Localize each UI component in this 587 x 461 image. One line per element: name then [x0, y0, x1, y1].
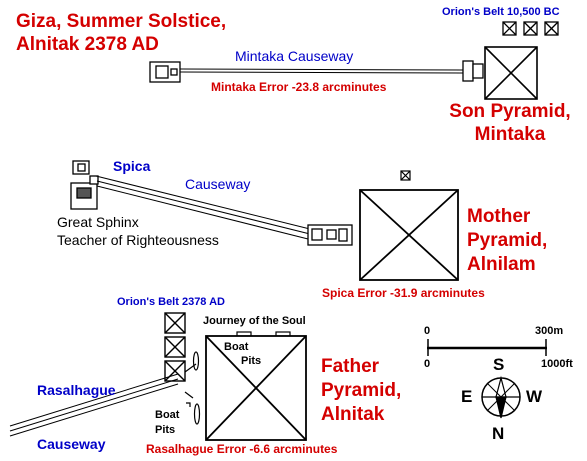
- son-pyramid-label-1: Son Pyramid,: [449, 101, 571, 122]
- spica-causeway-line: [95, 175, 319, 242]
- mother-pyramid-icon: [359, 189, 459, 281]
- boat-pits-label-2b: Pits: [155, 424, 176, 436]
- great-sphinx-icon: [70, 160, 99, 210]
- mintaka-valley-temple-icon: [149, 61, 181, 83]
- orions-belt-10500bc-icon: [502, 21, 559, 36]
- father-pyramid-label-2: Pyramid,: [321, 380, 402, 401]
- mintaka-error-label: Mintaka Error -23.8 arcminutes: [211, 80, 387, 94]
- spica-error-label: Spica Error -31.9 arcminutes: [322, 286, 485, 300]
- scale-300m-label: 300m: [535, 325, 564, 337]
- mintaka-causeway-label: Mintaka Causeway: [235, 48, 354, 64]
- orions-belt-10500bc-label: Orion's Belt 10,500 BC: [442, 6, 560, 18]
- mother-pyramid-label-1: Mother: [467, 206, 531, 227]
- boat-pits-label-1a: Boat: [224, 341, 249, 353]
- teacher-label: Teacher of Righteousness: [57, 232, 219, 248]
- mintaka-causeway-line: [179, 68, 464, 74]
- boat-pits-label-1b: Pits: [241, 355, 262, 367]
- journey-of-the-soul-label: Journey of the Soul: [203, 315, 306, 327]
- orions-belt-2378ad-label: Orion's Belt 2378 AD: [117, 296, 225, 308]
- small-marker-icon: [400, 170, 411, 181]
- spica-label: Spica: [113, 158, 151, 174]
- son-pyramid-label-2: Mintaka: [474, 124, 546, 145]
- boat-pits-label-2a: Boat: [155, 409, 180, 421]
- father-pyramid-label-1: Father: [321, 356, 380, 377]
- father-pyramid-icon: [205, 335, 307, 441]
- scale-zero-feet-label: 0: [424, 358, 431, 370]
- compass-rose-icon: [481, 375, 521, 419]
- son-pyramid-icon: [484, 46, 538, 100]
- orions-belt-2378ad-icon: [164, 312, 186, 382]
- mintaka-mortuary-temple-icon: [462, 60, 484, 82]
- compass-south-label: S: [493, 355, 505, 374]
- spica-causeway-label: Causeway: [185, 176, 251, 192]
- scale-1000ft-label: 1000ft: [541, 358, 573, 370]
- compass-east-label: E: [461, 387, 473, 406]
- scale-zero-meters-label: 0: [424, 325, 431, 337]
- rasalhague-label: Rasalhague: [37, 382, 116, 398]
- rasalhague-causeway-label: Causeway: [37, 436, 106, 452]
- mother-pyramid-label-2: Pyramid,: [467, 230, 548, 251]
- title-line-2: Alnitak 2378 AD: [16, 34, 159, 55]
- great-sphinx-label: Great Sphinx: [57, 214, 139, 230]
- mother-pyramid-label-3: Alnilam: [467, 254, 536, 275]
- rasalhague-error-label: Rasalhague Error -6.6 arcminutes: [146, 442, 338, 456]
- compass-north-label: N: [492, 424, 505, 443]
- scale-bar: [427, 339, 547, 356]
- father-pyramid-label-3: Alnitak: [321, 404, 385, 425]
- title-line-1: Giza, Summer Solstice,: [16, 11, 227, 32]
- compass-west-label: W: [526, 387, 543, 406]
- mother-valley-temple-icon: [307, 224, 353, 246]
- rasalhague-causeway-line: [9, 373, 179, 437]
